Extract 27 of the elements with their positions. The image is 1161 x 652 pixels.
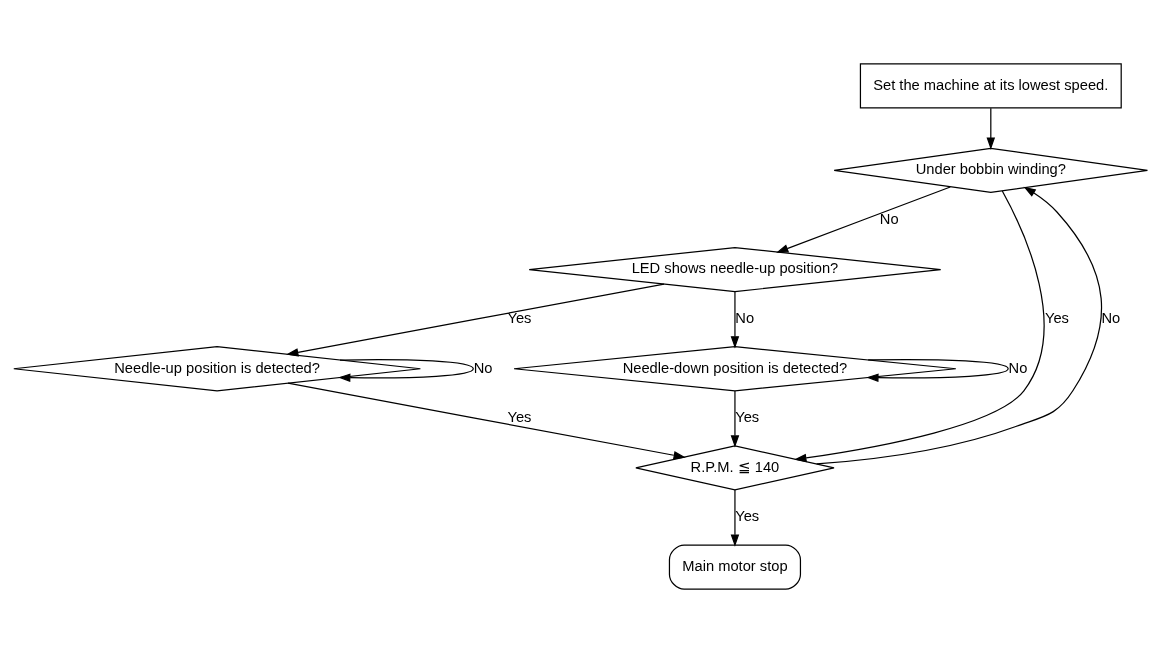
node-diamond: Under bobbin winding?	[833, 147, 1149, 193]
arrow	[866, 358, 1009, 382]
edge-label: No	[1008, 359, 1028, 376]
arrow	[776, 185, 951, 253]
edge-label: No	[879, 210, 899, 227]
arrow	[730, 389, 740, 448]
node-diamond: Needle-down position is detected?	[513, 345, 957, 391]
arrow	[730, 290, 740, 348]
edge-label: Yes	[507, 309, 532, 326]
arrow	[338, 358, 474, 382]
edge-label: Yes	[507, 408, 532, 425]
edge-label: Yes	[735, 507, 760, 524]
edge-label: No	[735, 309, 755, 326]
arrow	[986, 107, 996, 150]
arrow	[730, 489, 740, 547]
edge-label: No	[473, 359, 493, 376]
arrow	[794, 189, 1045, 462]
arrow	[287, 382, 686, 459]
edge-label: Yes	[735, 408, 760, 425]
arrow	[816, 186, 1103, 465]
arrow	[286, 282, 665, 357]
edge-label: No	[1101, 309, 1121, 326]
node-box: Set the machine at its lowest speed.	[859, 62, 1122, 109]
node-diamond: LED shows needle-up position?	[528, 246, 942, 292]
edge-label: Yes	[1044, 309, 1069, 326]
node-diamond: R.P.M. ≦ 140	[635, 444, 835, 491]
node-box: Main motor stop	[668, 543, 802, 590]
